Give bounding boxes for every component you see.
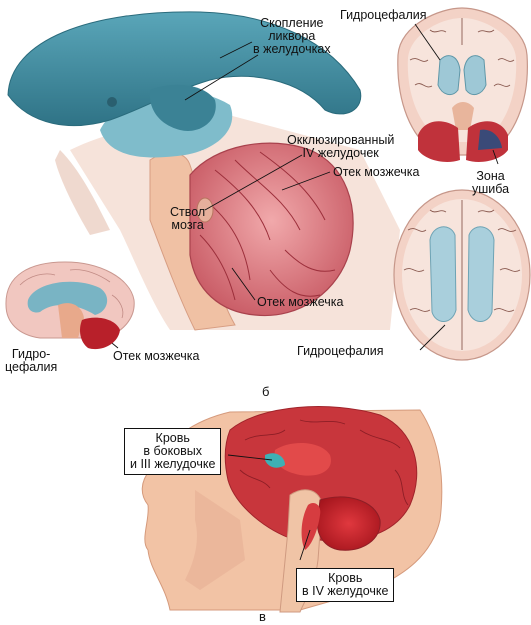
- leader-lines-v: [227, 454, 311, 561]
- coronal-ventricles: [437, 55, 487, 96]
- label-cerebellar-edema-mid: Отек мозжечка: [257, 295, 344, 309]
- label-csf-accumulation: Скопление ликвора в желудочках: [253, 16, 331, 56]
- label-cerebellar-edema-top: Отек мозжечка: [333, 165, 420, 179]
- small-brain-view: [5, 261, 135, 350]
- label-brainstem: Ствол мозга: [170, 205, 206, 232]
- axial-ventricles: [429, 226, 495, 322]
- label-blood-lateral-iii-ventricle: Кровь в боковых и III желудочке: [124, 428, 222, 475]
- label-hydrocephalus-coronal: Гидроцефалия: [340, 8, 427, 22]
- caption-v: в: [259, 609, 266, 624]
- caption-b: б: [262, 384, 270, 399]
- lateral-ventricle-shape: [7, 11, 362, 126]
- label-blood-iv-ventricle: Кровь в IV желудочке: [296, 568, 395, 602]
- label-contusion-zone: Зона ушиба: [472, 169, 510, 196]
- label-occluded-iv-ventricle: Окклюзированный IV желудочек: [287, 133, 395, 160]
- label-hydrocephalus-small: Гидро- цефалия: [5, 347, 58, 374]
- label-hydrocephalus-axial: Гидроцефалия: [297, 344, 384, 358]
- axial-slice-view: [393, 189, 531, 361]
- small-cerebellum-edema: [80, 317, 120, 350]
- label-cerebellar-edema-small: Отек мозжечка: [113, 349, 200, 363]
- sagittal-large-view: [7, 11, 400, 331]
- coronal-slice-view: [397, 7, 528, 165]
- cerebellum-shape: [189, 142, 354, 317]
